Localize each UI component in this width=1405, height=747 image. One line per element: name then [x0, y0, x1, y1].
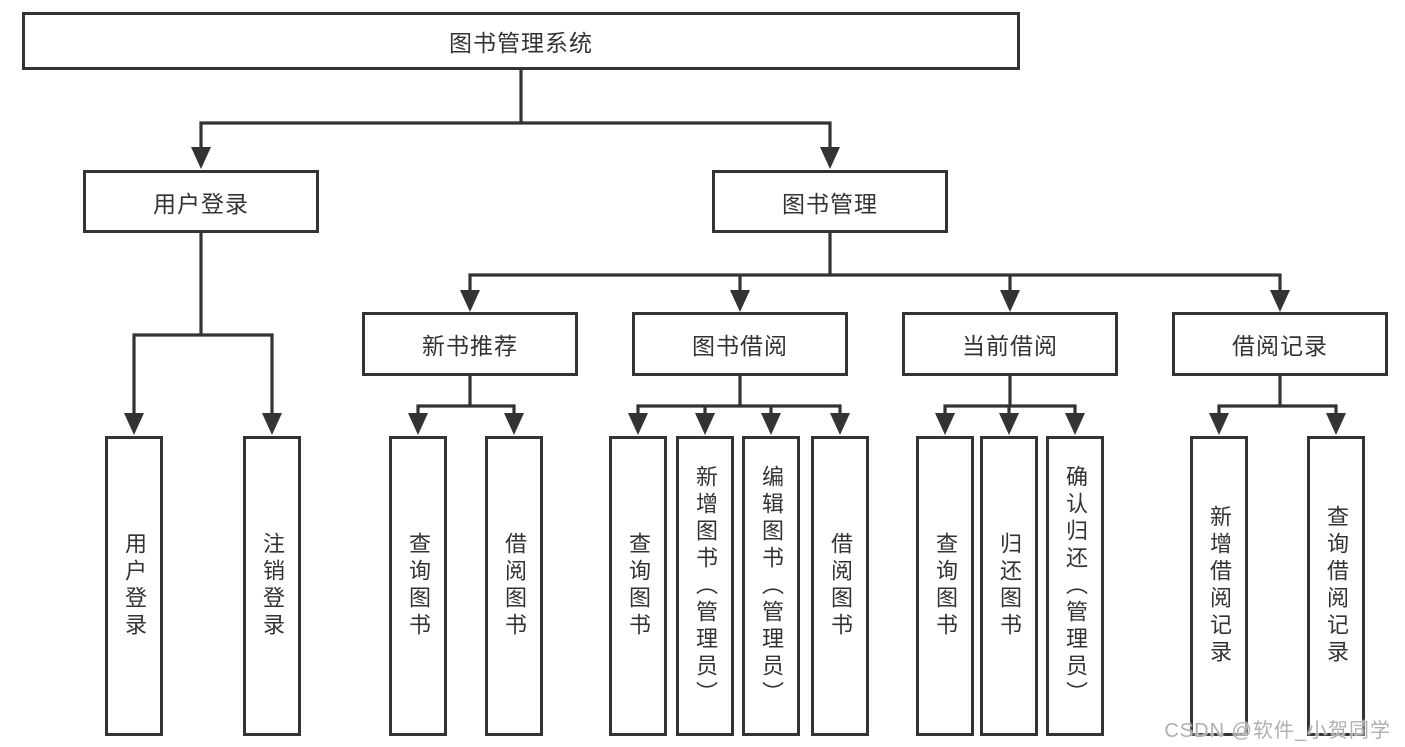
leaf-confirm-return-admin: 确认归还（管理员） — [1046, 436, 1104, 736]
node-book-borrow: 图书借阅 — [632, 312, 848, 376]
leaf-borrow-books-recommend: 借阅图书 — [485, 436, 543, 736]
leaf-add-borrow-record: 新增借阅记录 — [1190, 436, 1248, 736]
node-book-management: 图书管理 — [712, 170, 948, 233]
leaf-query-books-current: 查询图书 — [916, 436, 974, 736]
leaf-query-borrow-record: 查询借阅记录 — [1307, 436, 1365, 736]
leaf-edit-books-admin: 编辑图书（管理员） — [742, 436, 800, 736]
leaf-add-books-admin: 新增图书（管理员） — [676, 436, 734, 736]
leaf-return-books: 归还图书 — [980, 436, 1038, 736]
node-borrow-record: 借阅记录 — [1172, 312, 1388, 376]
csdn-watermark: CSDN @软件_小贺同学 — [1164, 720, 1391, 742]
node-user-login: 用户登录 — [83, 170, 319, 233]
node-new-book-recommend: 新书推荐 — [362, 312, 578, 376]
node-current-borrow: 当前借阅 — [902, 312, 1118, 376]
leaf-logout: 注销登录 — [243, 436, 301, 736]
leaf-borrow-books: 借阅图书 — [811, 436, 869, 736]
leaf-user-login: 用户登录 — [105, 436, 163, 736]
leaf-query-books-borrow: 查询图书 — [609, 436, 667, 736]
node-library-system: 图书管理系统 — [22, 12, 1020, 70]
leaf-query-books-recommend: 查询图书 — [389, 436, 447, 736]
